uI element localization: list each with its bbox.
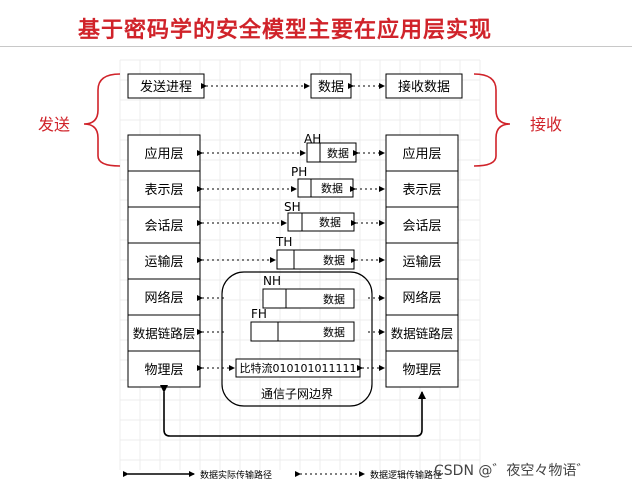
left-layer-physical: 物理层 xyxy=(144,363,183,378)
right-layer-transport: 运输层 xyxy=(402,254,441,270)
payload-ah: 数据 xyxy=(327,146,349,160)
left-layer-application: 应用层 xyxy=(144,146,183,162)
receive-data-label: 接收数据 xyxy=(398,79,450,95)
left-layer-session: 会话层 xyxy=(144,219,183,234)
packet-nh: NH 数据 xyxy=(262,274,355,309)
payload-nh: 数据 xyxy=(323,292,345,306)
send-process-label: 发送进程 xyxy=(140,79,192,95)
bitstream-box: 比特流010101011111 xyxy=(235,358,361,378)
left-layer-transport: 运输层 xyxy=(144,254,183,270)
left-layer-network: 网络层 xyxy=(144,290,183,306)
send-label: 发送 xyxy=(38,115,70,134)
payload-ph: 数据 xyxy=(321,181,343,195)
packet-ah: AH 数据 xyxy=(304,132,357,163)
receive-data-box xyxy=(385,73,463,99)
top-data-label: 数据 xyxy=(318,80,344,95)
right-layer-application: 应用层 xyxy=(402,146,441,162)
receive-label: 接收 xyxy=(530,115,562,134)
subnet-label: 通信子网边界 xyxy=(261,387,333,401)
subnet-boundary xyxy=(221,271,373,407)
left-layer-stack: 应用层 表示层 会话层 运输层 网络层 数据链路层 物理层 xyxy=(127,134,201,388)
title-divider xyxy=(0,46,632,47)
header-sh: SH xyxy=(284,200,301,214)
payload-fh: 数据 xyxy=(323,325,345,339)
legend-logical-label: 数据逻辑传输路径 xyxy=(370,469,442,481)
receive-brace xyxy=(473,73,511,167)
logical-links xyxy=(197,150,385,371)
header-nh: NH xyxy=(263,274,281,288)
bitstream-label: 比特流010101011111 xyxy=(240,361,357,375)
page-title: 基于密码学的安全模型主要在应用层实现 xyxy=(78,18,493,43)
header-ph: PH xyxy=(291,165,307,179)
packet-th: TH 数据 xyxy=(275,235,355,270)
right-layer-datalink: 数据链路层 xyxy=(391,326,454,341)
left-layer-datalink: 数据链路层 xyxy=(133,326,196,341)
top-row: 发送进程 数据 接收数据 xyxy=(127,73,463,99)
left-layer-presentation: 表示层 xyxy=(144,183,183,198)
header-th: TH xyxy=(275,235,292,249)
top-data-box xyxy=(310,73,352,99)
right-layer-network: 网络层 xyxy=(402,290,441,306)
send-brace xyxy=(83,73,121,167)
header-fh: FH xyxy=(251,307,267,321)
right-layer-stack: 应用层 表示层 会话层 运输层 网络层 数据链路层 物理层 xyxy=(385,134,459,388)
right-layer-presentation: 表示层 xyxy=(402,183,441,198)
watermark: CSDN @゛夜空々物语゛ xyxy=(434,463,591,479)
packet-fh: FH 数据 xyxy=(250,307,355,342)
right-layer-physical: 物理层 xyxy=(402,363,441,378)
legend-actual-label: 数据实际传输路径 xyxy=(200,469,272,481)
actual-path-connector xyxy=(160,385,426,437)
packet-ph: PH 数据 xyxy=(291,165,354,198)
right-layer-session: 会话层 xyxy=(402,219,441,234)
payload-sh: 数据 xyxy=(319,215,341,229)
legend: 数据实际传输路径 数据逻辑传输路径 xyxy=(123,469,442,481)
payload-th: 数据 xyxy=(323,253,345,267)
packet-sh: SH 数据 xyxy=(284,200,355,232)
